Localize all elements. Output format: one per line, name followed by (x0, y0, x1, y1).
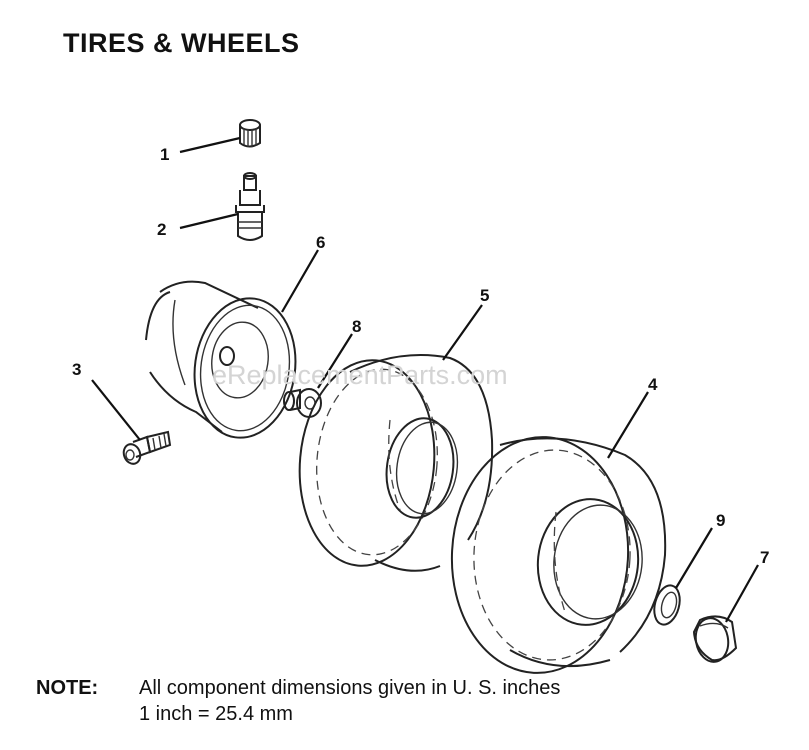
part-wheel-bolt[interactable] (121, 430, 172, 466)
note-line-1: All component dimensions given in U. S. … (139, 677, 561, 699)
callout-1: 1 (160, 145, 169, 164)
leader-9 (675, 527, 713, 589)
callout-2: 2 (157, 220, 166, 239)
callout-4: 4 (648, 375, 658, 394)
leader-2 (179, 212, 239, 230)
note-label: NOTE: (36, 677, 99, 699)
callout-9: 9 (716, 511, 725, 530)
leader-8 (317, 333, 353, 389)
part-valve-cap[interactable] (239, 119, 261, 148)
leader-6 (281, 249, 319, 313)
part-tire-outer[interactable] (446, 433, 667, 678)
part-tire-inner[interactable] (291, 354, 494, 572)
leader-4 (607, 391, 649, 459)
part-washer[interactable] (650, 583, 684, 628)
leader-7 (725, 564, 759, 623)
part-wheel-rim[interactable] (145, 280, 304, 445)
part-valve-stem[interactable] (235, 172, 265, 241)
part-hub-cap[interactable] (692, 615, 738, 665)
callout-3: 3 (72, 360, 81, 379)
callout-6: 6 (316, 233, 325, 252)
leader-1 (179, 136, 241, 154)
note-line-2: 1 inch = 25.4 mm (139, 703, 293, 725)
callout-7: 7 (760, 548, 769, 567)
callout-8: 8 (352, 317, 361, 336)
diagram-title: TIRES & WHEELS (63, 28, 300, 58)
leader-3 (91, 379, 141, 441)
leader-5 (442, 304, 483, 361)
callout-5: 5 (480, 286, 489, 305)
